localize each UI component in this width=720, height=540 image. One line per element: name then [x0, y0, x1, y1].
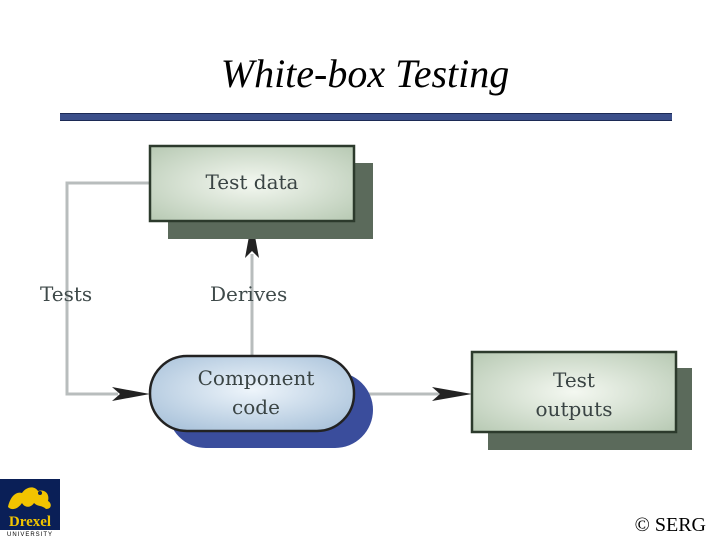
test-outputs-node: Test outputs — [470, 350, 692, 450]
derives-edge-label: Derives — [210, 282, 287, 306]
slide-title: White-box Testing — [220, 51, 510, 96]
dragon-icon — [8, 487, 51, 510]
logo-subtitle: UNIVERSITY — [6, 532, 53, 538]
component-code-node: Component code — [148, 354, 373, 448]
output-arrowhead — [432, 387, 472, 401]
tests-edge-label: Tests — [40, 282, 92, 306]
test-data-label: Test data — [206, 170, 299, 194]
tests-connector — [65, 181, 150, 396]
logo-wordmark: Drexel — [0, 515, 60, 530]
component-code-label-line2: code — [232, 395, 280, 419]
test-data-node: Test data — [148, 144, 373, 239]
component-code-label-line1: Component — [198, 366, 315, 390]
tests-arrowhead — [112, 387, 150, 401]
drexel-logo: Drexel UNIVERSITY — [0, 479, 60, 540]
test-outputs-label-line1: Test — [553, 368, 595, 392]
dragon-emblem — [0, 479, 60, 515]
test-outputs-label-line2: outputs — [536, 397, 613, 421]
title-underline — [60, 113, 672, 121]
copyright-text: © SERG — [634, 514, 706, 536]
